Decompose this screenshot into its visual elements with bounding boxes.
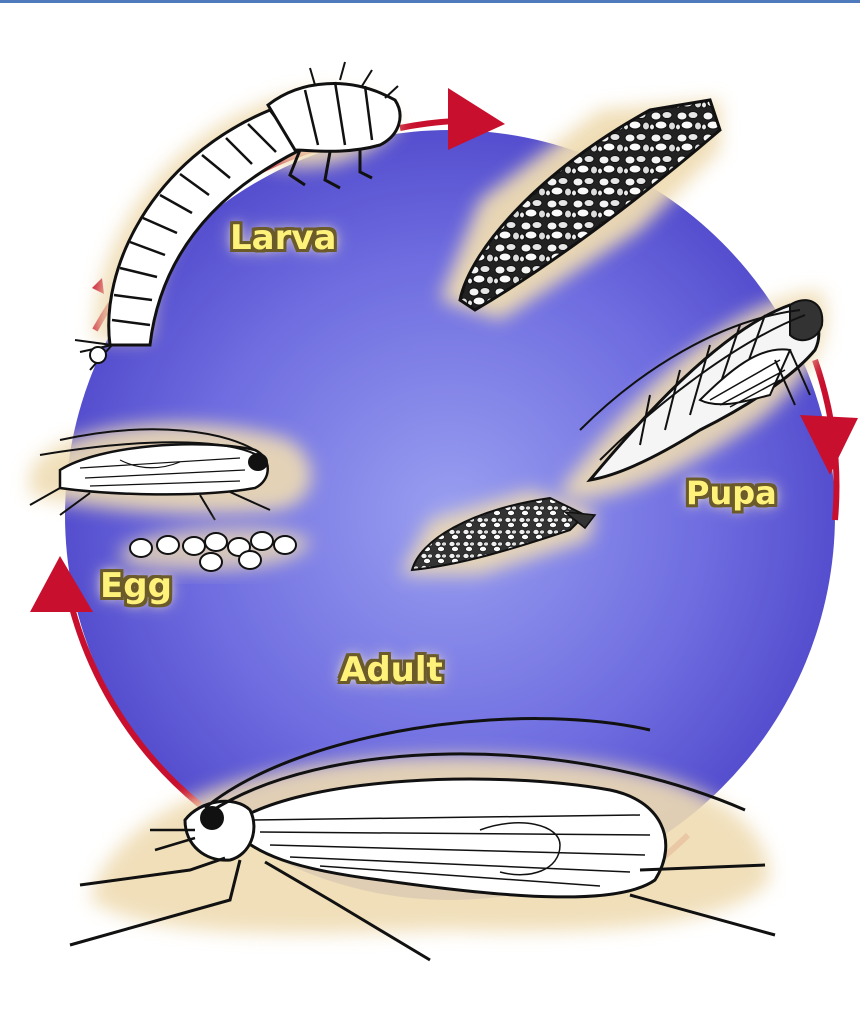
- stage-label-larva: Larva: [230, 218, 336, 258]
- stage-label-egg: Egg: [100, 566, 172, 606]
- stage-label-adult: Adult: [340, 650, 443, 690]
- stage-label-pupa: Pupa: [686, 474, 777, 512]
